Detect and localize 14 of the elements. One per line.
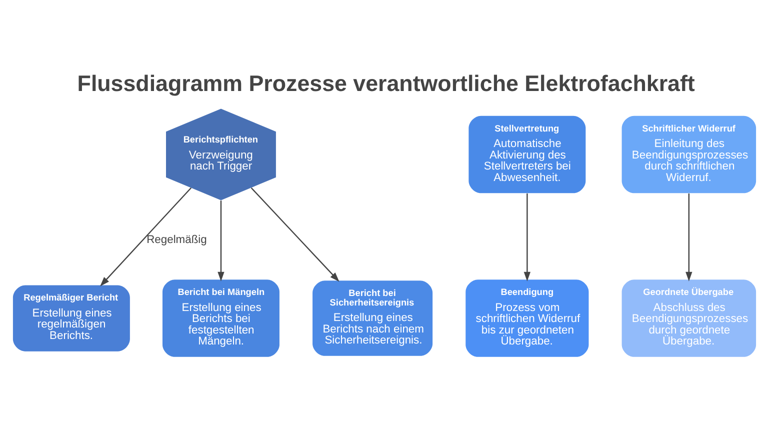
diagram-title: Flussdiagramm Prozesse verantwortliche Elektrofachkraft — [77, 70, 695, 96]
node-box: Bericht bei Mängeln Erstellung eines Berichts bei festgestellten Mängeln. — [162, 279, 280, 356]
edge-label: Regelmäßig — [146, 233, 207, 246]
arrow — [686, 192, 692, 281]
node-box: Bericht bei Sicherheitsereignis Erstellung eines Berichts nach einem Sicherheitsereignis. — [312, 280, 433, 356]
node-box: Stellvertretung Automatische Aktivierung des Stellvertreters bei Abwesenheit. — [468, 115, 586, 193]
arrow — [100, 186, 192, 286]
node-box: Beendigung Prozess vom schriftlichen Widerruf bis zur geordneten Übergabe. — [466, 279, 589, 356]
node-box: Schriftlicher Widerruf Einleitung des Beendigungsprozesses durch schriftlichen Widerruf. — [622, 115, 756, 193]
node-box: Regelmäßiger Bericht Erstellung eines regelmäßigen Berichts. — [12, 284, 130, 351]
arrow — [218, 200, 224, 281]
node-box: Geordnete Übergabe Abschluss des Beendigungsprozesses durch geordnete Übergabe. — [622, 279, 756, 356]
arrow — [250, 186, 340, 282]
arrow — [524, 192, 531, 281]
